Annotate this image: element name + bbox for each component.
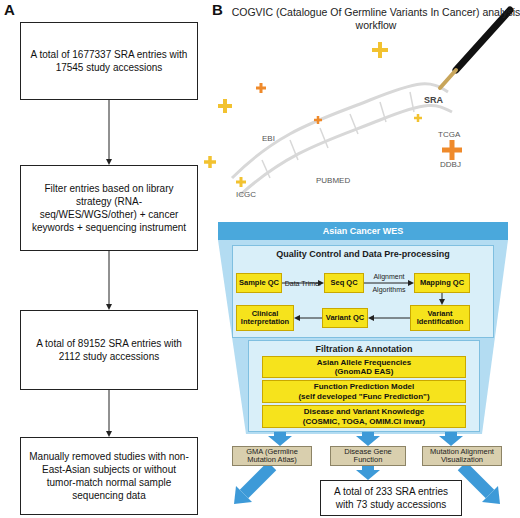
node-heading: Variant QC [326, 314, 364, 323]
flow-arrow [442, 293, 443, 299]
panel-letter: B [212, 1, 223, 18]
step-box: Clinical Interpretation [236, 305, 294, 331]
step-box: Mapping QC [414, 273, 470, 293]
flow-arrow [364, 283, 408, 284]
source-label: EBI [262, 134, 275, 143]
input-band: Asian Cancer WES [218, 222, 508, 240]
flow-box: A total of 89152 SRA entries with 2112 s… [20, 310, 198, 390]
flow-box: Manually removed studies with non-East-A… [20, 437, 198, 515]
node-text: (GnomAD EAS) [335, 367, 394, 377]
cross-symbol [414, 114, 422, 122]
dna-strand [232, 84, 452, 195]
node-heading: Sample QC [239, 279, 279, 288]
step-box: Variant Identification [410, 305, 470, 331]
cross-symbols [204, 42, 462, 187]
node-heading: Mutation Alignment Visualization [425, 448, 499, 465]
pen-tip [440, 70, 456, 88]
flow-arrow [109, 251, 110, 304]
annotation-box: Function Prediction Model(self developed… [262, 380, 466, 403]
flow-arrow [109, 100, 110, 159]
node-heading: Asian Cancer WES [323, 226, 404, 236]
cross-symbol [236, 177, 246, 187]
source-label: SRA [424, 95, 443, 105]
cross-symbol [372, 42, 388, 58]
node-text: (COSMIC, TOGA, OMIM.CI invar) [303, 417, 426, 427]
node-heading: Seq QC [330, 279, 357, 288]
arrow-head [482, 486, 500, 504]
node-heading: Filter entries based on library strategy… [29, 182, 189, 234]
node-heading: Quality Control and Data Pre-processing [276, 249, 450, 259]
node-heading: Disease and Variant Knowledge [304, 407, 424, 417]
arrow-head [234, 486, 252, 504]
output-label-box: GMA (Germline Mutation Atlas) [232, 446, 312, 466]
section-panel: Filtration & AnnotationAsian Allele Freq… [248, 340, 480, 432]
node-text: (self developed "Func Prediction") [298, 392, 429, 402]
annotation-box: Asian Allele Frequencies(GnomAD EAS) [262, 356, 466, 378]
source-label: TCGA [438, 130, 460, 139]
node-heading: Asian Allele Frequencies [317, 358, 411, 368]
step-box: Variant QC [322, 308, 368, 328]
panel-letter: A [4, 1, 15, 18]
node-heading: Filtration & Annotation [315, 344, 412, 354]
pen-body [456, 10, 510, 70]
edge-label: Alignment Algorithms [367, 270, 411, 296]
dna-rungs [262, 92, 414, 178]
flow-box: Filter entries based on library strategy… [20, 165, 198, 251]
output-arrow [362, 466, 374, 470]
cross-symbol [218, 99, 232, 113]
flow-arrow [109, 390, 110, 431]
dna-strand-a [232, 84, 448, 178]
section-panel: Quality Control and Data Pre-processingS… [232, 245, 494, 338]
dna-strand-b [240, 105, 452, 195]
source-label: PUBMED [316, 176, 350, 185]
cross-symbol [442, 140, 462, 160]
node-heading: A total of 233 SRA entries with 73 study… [329, 485, 453, 511]
source-label: ICGC [236, 190, 256, 199]
arrow-tail [462, 466, 490, 494]
output-arrow [362, 432, 374, 436]
node-heading: Clinical Interpretation [238, 310, 292, 327]
cross-symbol [256, 83, 266, 93]
step-box: Sample QC [236, 273, 282, 293]
cross-symbol [314, 116, 322, 124]
node-heading: A total of 1677337 SRA entries with 1754… [29, 48, 189, 74]
output-arrow [274, 432, 286, 436]
result-box: A total of 233 SRA entries with 73 study… [320, 480, 462, 516]
arrow-tail [244, 466, 272, 494]
edge-label: Data Trimer [281, 277, 325, 290]
source-label: DDBJ [440, 160, 461, 169]
flow-arrow [374, 318, 410, 319]
flow-arrow [300, 318, 322, 319]
node-heading: Disease Gene Function [333, 448, 403, 465]
node-heading: Mapping QC [420, 279, 464, 288]
node-heading: GMA (Germline Mutation Atlas) [235, 448, 309, 465]
node-heading: A total of 89152 SRA entries with 2112 s… [29, 337, 189, 363]
node-heading: Manually removed studies with non-East-A… [29, 450, 189, 502]
diagram-title: COGVIC (Catalogue Of Germline Variants I… [226, 6, 520, 32]
output-label-box: Mutation Alignment Visualization [422, 446, 502, 466]
node-heading: Variant Identification [412, 310, 468, 327]
cross-symbol [204, 156, 216, 168]
funnel-shape [218, 240, 508, 434]
output-label-box: Disease Gene Function [330, 446, 406, 466]
node-heading: Function Prediction Model [314, 382, 414, 392]
output-arrow [445, 432, 457, 436]
flow-box: A total of 1677337 SRA entries with 1754… [20, 22, 198, 100]
annotation-box: Disease and Variant Knowledge(COSMIC, TO… [262, 405, 466, 428]
pen-symbol [440, 10, 510, 88]
step-box: Seq QC [324, 273, 364, 293]
